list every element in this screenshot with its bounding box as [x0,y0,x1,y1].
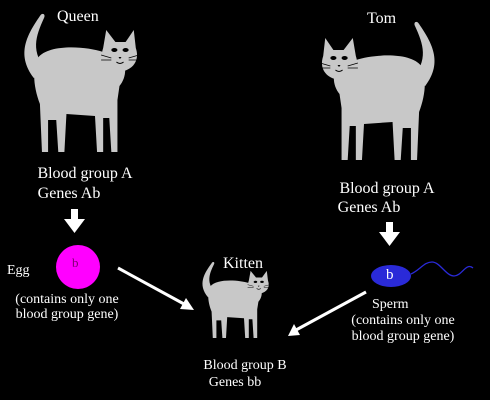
tom-cat-icon [319,21,435,160]
tom-blood-group: Blood group A [339,180,435,197]
kitten-genes: Genes bb [208,375,262,390]
egg-gene: b [72,255,79,270]
sperm-to-kitten-arrow-icon [288,290,367,336]
egg-note-line1: (contains only one [15,292,119,307]
queen-genes: Genes Ab [37,185,101,202]
queen-name: Queen [57,8,99,25]
queen-blood-group: Blood group A [37,165,133,182]
egg-to-kitten-arrow-icon [117,266,194,310]
kitten-name: Kitten [223,255,263,272]
tom-genes: Genes Ab [337,199,401,216]
sperm-gene: b [386,267,394,283]
tom-name: Tom [367,10,397,27]
egg-cell-icon [56,245,100,289]
tom-to-sperm-arrow-icon [379,222,400,246]
egg-label: Egg [7,263,30,278]
sperm-note-line2: blood group gene) [351,329,455,344]
sperm-cell-icon [371,261,474,287]
kitten-blood-group: Blood group B [203,358,287,373]
egg-note-line2: blood group gene) [15,307,119,322]
queen-to-egg-arrow-icon [64,209,85,233]
queen-cat-icon [24,13,140,152]
kitten-cat-icon [202,262,271,338]
sperm-note-line1: (contains only one [351,313,455,328]
sperm-label: Sperm [372,297,409,312]
